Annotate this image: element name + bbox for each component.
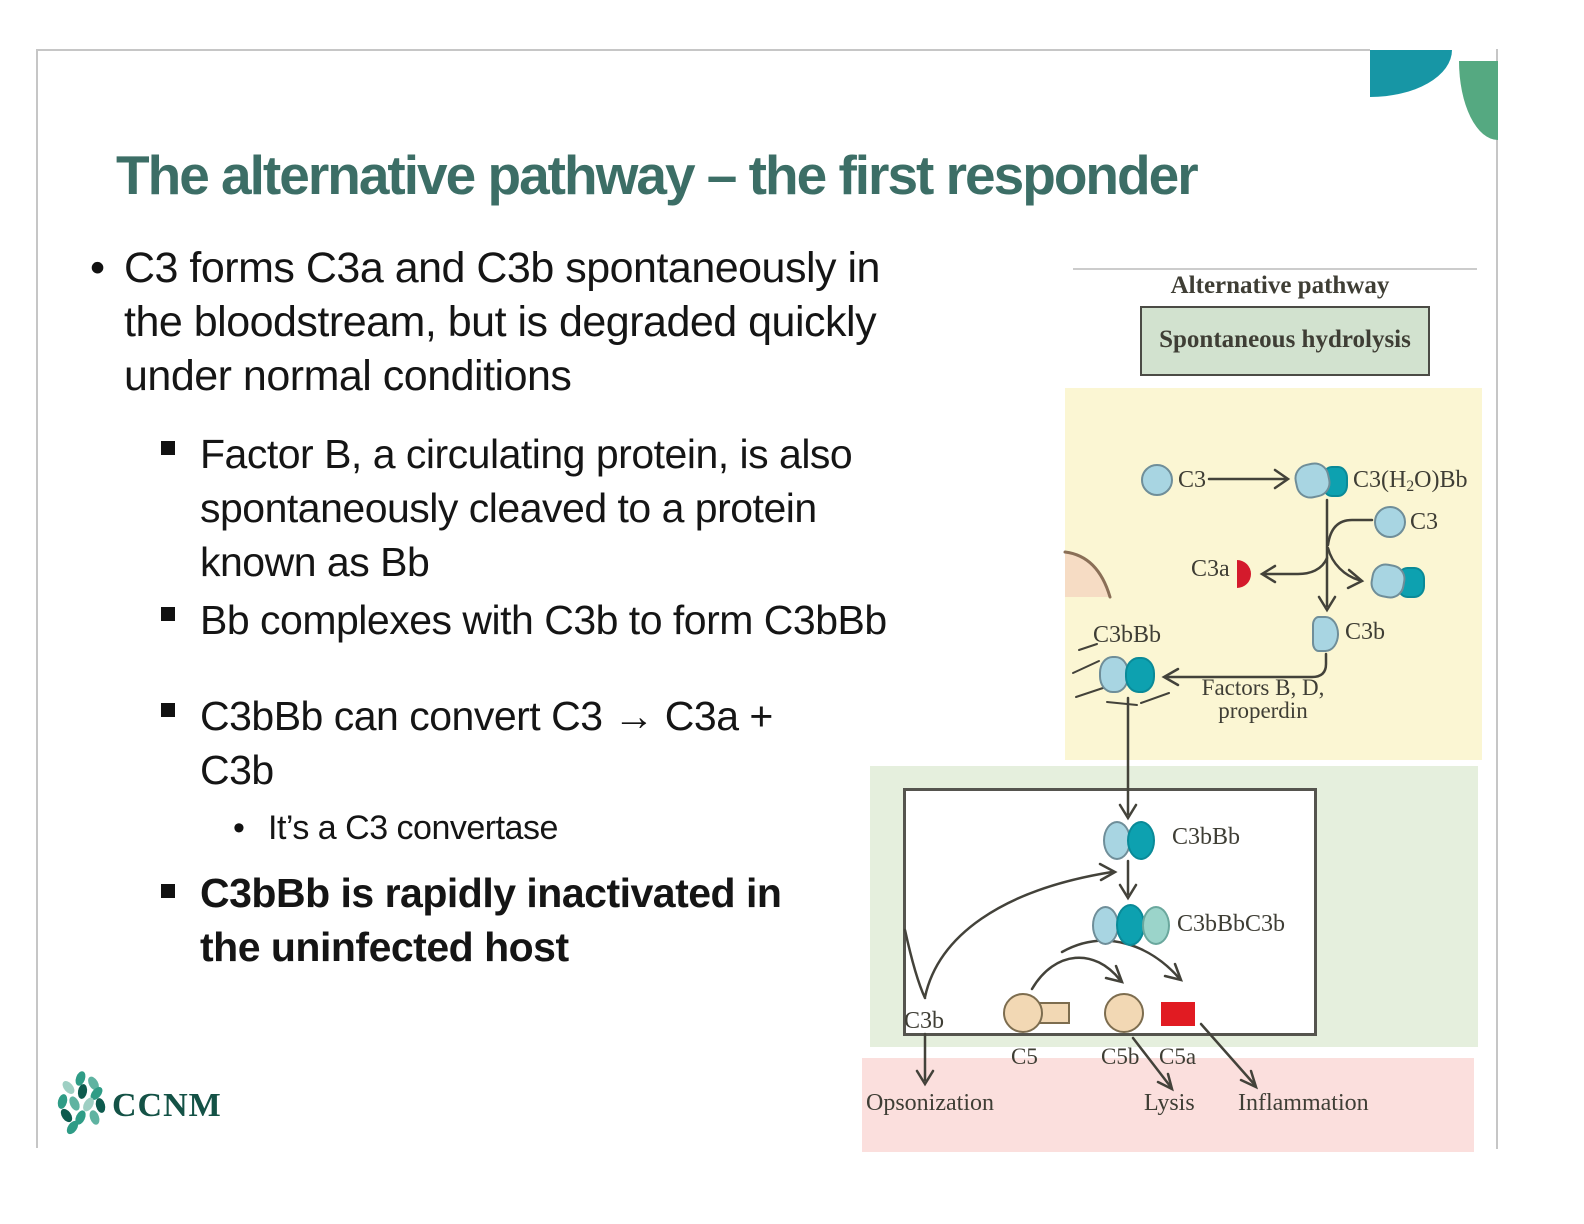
- c3bbbc3b-label: C3bBbC3b: [1177, 911, 1286, 937]
- c3bbb-label: C3bBb: [1093, 622, 1162, 648]
- c3a-label: C3a: [1191, 556, 1230, 582]
- c3b-label: C3b: [1345, 619, 1386, 645]
- inflammation-label: Inflammation: [1238, 1090, 1369, 1116]
- bullet-marker: •: [233, 809, 245, 847]
- c5b-molecule: [1104, 993, 1144, 1033]
- c5b-label: C5b: [1101, 1044, 1140, 1069]
- c3-label: C3: [1178, 467, 1207, 493]
- c3-molecule: [1374, 506, 1406, 538]
- slide-border-right: [1496, 49, 1498, 1149]
- bb-subunit: [1125, 657, 1155, 693]
- c3b-molecule: [1312, 616, 1339, 652]
- bullet-rapidly-inactivated: C3bBb is rapidly inactivated in the unin…: [200, 870, 782, 970]
- c5-label: C5: [1011, 1044, 1038, 1069]
- bb-subunit: [1116, 904, 1145, 946]
- square-bullet-icon: [161, 441, 175, 455]
- c5a-fragment: [1161, 1002, 1195, 1026]
- lysis-label: Lysis: [1144, 1090, 1195, 1116]
- bb-subunit: [1127, 821, 1155, 860]
- bullet-c3-convertase: It’s a C3 convertase: [268, 809, 558, 847]
- c3a-fragment: [1237, 560, 1251, 588]
- c3b-subunit: [1142, 906, 1170, 945]
- bullet-factor-b: Factor B, a circulating protein, is also…: [200, 431, 853, 585]
- c5-molecule: [1003, 993, 1043, 1033]
- figure-header: Alternative pathway: [1170, 272, 1390, 299]
- square-bullet-icon: [161, 607, 175, 621]
- c5a-label: C5a: [1159, 1044, 1197, 1069]
- spontaneous-hydrolysis-box: Spontaneous hydrolysis: [1140, 306, 1430, 376]
- factors-label: Factors B, D, properdin: [1201, 675, 1325, 723]
- square-bullet-icon: [161, 703, 175, 717]
- c3bbb-label: C3bBb: [1172, 824, 1241, 850]
- slide-title: The alternative pathway – the first resp…: [116, 144, 1199, 206]
- bullet-bb-complexes: Bb complexes with C3b to form C3bBb: [200, 597, 887, 643]
- slide-border-top: [36, 49, 1370, 51]
- square-bullet-icon: [161, 884, 175, 898]
- bullet-c3bbb-convert: C3bBb can convert C3 → C3a + C3b: [200, 693, 773, 793]
- ccnm-logo-icon: [56, 1069, 108, 1137]
- slide-border-left: [36, 49, 38, 1148]
- figure-top-rule: [1073, 268, 1477, 270]
- c3-label: C3: [1410, 509, 1439, 535]
- bullet-main: C3 forms C3a and C3b spontaneously in th…: [124, 244, 880, 400]
- c3-molecule: [1141, 464, 1173, 496]
- c3b-label: C3b: [904, 1008, 945, 1034]
- c3b-subunit: [1092, 906, 1119, 945]
- ccnm-logo-text: CCNM: [112, 1087, 222, 1124]
- c3b-subunit: [1099, 656, 1129, 693]
- bullet-marker: •: [90, 244, 105, 292]
- opsonization-label: Opsonization: [866, 1090, 994, 1116]
- c3h2obb-label: C3(H2O)Bb: [1353, 467, 1468, 495]
